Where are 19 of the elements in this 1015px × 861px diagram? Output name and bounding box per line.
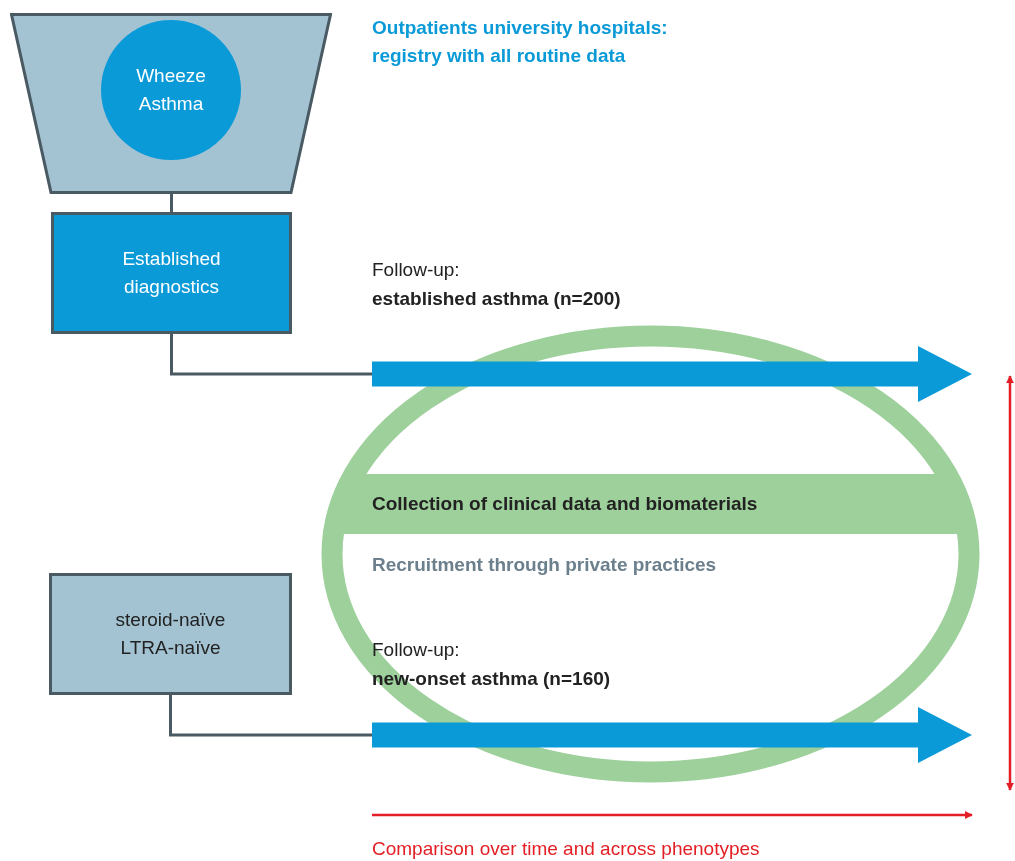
annotation-text: Comparison over time and across phenotypes xyxy=(372,837,760,861)
process-box xyxy=(49,573,292,695)
node-label: Wheeze Asthma xyxy=(136,64,206,116)
node-label: steroid-naïve xyxy=(115,608,226,632)
heading-note: Outpatients university hospitals: registry with all routine data xyxy=(372,16,669,68)
annotation-text: established asthma (n=200) xyxy=(372,287,621,311)
process-box xyxy=(51,212,292,334)
band-label: Collection of clinical data and biomaterials xyxy=(372,493,758,515)
node-label: Established diagnostics xyxy=(121,247,222,299)
ellipse-frame xyxy=(321,325,980,783)
connector-line xyxy=(170,194,173,212)
annotation-text: Follow-up: xyxy=(372,258,460,282)
node-label: LTRA-naïve xyxy=(120,636,221,660)
funnel-shape xyxy=(10,13,332,194)
ellipse-label: Recruitment through private practices xyxy=(372,554,717,576)
connector-line xyxy=(169,695,372,737)
annotation-text: Follow-up: xyxy=(372,638,460,662)
annotation-text: new-onset asthma (n=160) xyxy=(372,667,611,691)
connector-line xyxy=(170,334,372,376)
